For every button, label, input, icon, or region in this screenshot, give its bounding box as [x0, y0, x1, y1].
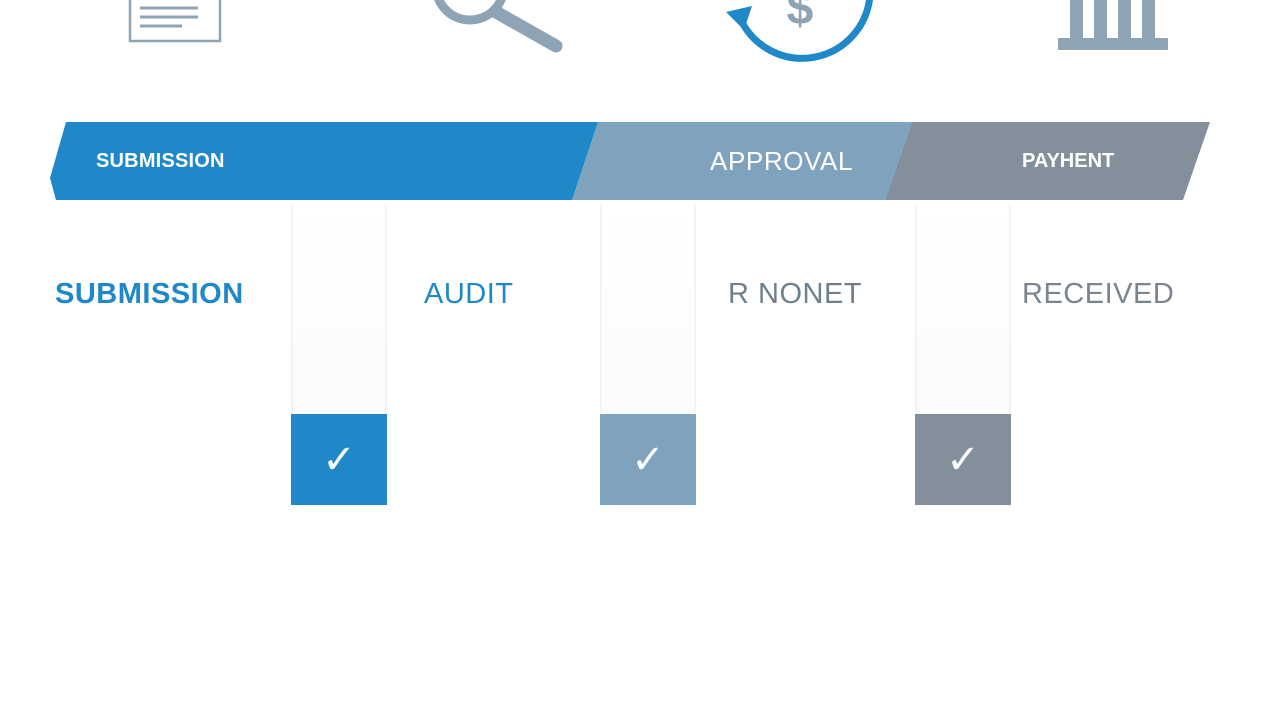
progress-ribbon [50, 122, 1210, 200]
dollar-refresh-icon: $ [726, 0, 873, 62]
checkbox-checked[interactable]: ✓ [915, 414, 1011, 505]
svg-text:$: $ [787, 0, 814, 35]
ribbon-segment-submission [885, 122, 1210, 200]
ribbon-segment-payment [50, 122, 598, 200]
checkmark-icon: ✓ [946, 437, 980, 482]
stage-label-money: R NONET [728, 278, 862, 310]
bank-icon [1058, 0, 1168, 50]
ribbon-label-approval: APPROVAL [710, 146, 854, 176]
checkbox-checked[interactable]: ✓ [291, 414, 387, 505]
ribbon-label-submission: SUBMISSION [96, 150, 225, 172]
checkbox-checked[interactable]: ✓ [600, 414, 696, 505]
stage-label-submission: SUBMISSION [55, 278, 244, 310]
checkmark-icon: ✓ [631, 437, 665, 482]
checkmark-icon: ✓ [322, 437, 356, 482]
stage-label-received: RECEIVED [1022, 278, 1175, 310]
ribbon-label-payment: PAYHENT [1022, 150, 1115, 172]
document-icon [128, 0, 222, 43]
stage-label-audit: AUDIT [424, 278, 514, 310]
ribbon-segment-approval [572, 122, 912, 200]
search-icon [434, 0, 563, 53]
